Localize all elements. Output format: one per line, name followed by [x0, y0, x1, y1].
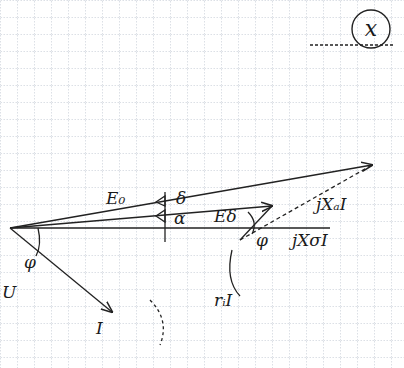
jxa-drop — [240, 165, 372, 240]
phi-arc — [36, 228, 40, 256]
phasor-label: E₀ — [106, 190, 125, 207]
phasor-label: U — [2, 284, 16, 301]
phasor-label: jXσI — [292, 232, 328, 249]
phasor-label: φ — [256, 232, 268, 249]
phasor-label: rᵢI — [214, 292, 232, 309]
phasor-label: α — [174, 210, 185, 227]
phi-arc — [248, 212, 254, 234]
sketch-stroke — [230, 250, 240, 296]
e-delta-phasor — [10, 206, 272, 228]
e0-phasor — [10, 165, 372, 228]
sketch-stroke — [150, 300, 163, 345]
phasor-label: δ — [176, 190, 186, 207]
phasor-label: φ — [24, 254, 36, 271]
circled-mark: x — [350, 8, 392, 50]
node-text: x — [365, 18, 377, 40]
alpha-mark — [156, 210, 165, 222]
phasor-label: Eδ — [214, 208, 237, 225]
u-phasor — [10, 227, 330, 228]
phasor-label: jXₐI — [316, 196, 346, 213]
phasor-label: I — [96, 320, 103, 337]
delta-mark — [156, 196, 165, 206]
current-phasor — [10, 228, 112, 312]
